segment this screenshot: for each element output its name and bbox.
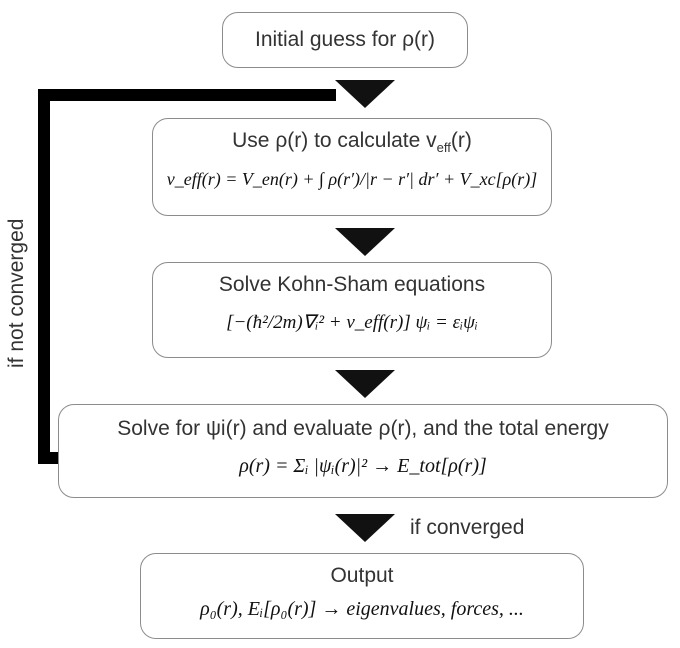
effective-potential-heading: Use ρ(r) to calculate veff(r) bbox=[232, 129, 472, 156]
kohn-sham-equation: [−(ħ²/2m)∇ᵢ² + v_eff(r)] ψᵢ = εᵢψᵢ bbox=[226, 312, 478, 333]
initial-guess-text: Initial guess for ρ(r) bbox=[255, 28, 435, 51]
output-equation: ρ₀(r), Eᵢ[ρ₀(r)] → eigenvalues, forces, … bbox=[200, 598, 524, 620]
effective-potential-box: Use ρ(r) to calculate veff(r) v_eff(r) =… bbox=[152, 118, 552, 216]
density-energy-heading: Solve for ψi(r) and evaluate ρ(r), and t… bbox=[117, 417, 609, 440]
arrow-1 bbox=[335, 80, 395, 108]
loop-vertical-bar bbox=[38, 89, 50, 464]
loop-top-bar bbox=[38, 89, 336, 101]
output-heading: Output bbox=[330, 564, 394, 587]
kohn-sham-heading: Solve Kohn-Sham equations bbox=[218, 273, 486, 296]
density-energy-equation: ρ(r) = Σᵢ |ψᵢ(r)|² → E_tot[ρ(r)] bbox=[239, 455, 487, 477]
arrow-3 bbox=[335, 370, 395, 398]
density-energy-box: Solve for ψi(r) and evaluate ρ(r), and t… bbox=[58, 404, 668, 498]
arrow-2 bbox=[335, 228, 395, 256]
output-box: Output ρ₀(r), Eᵢ[ρ₀(r)] → eigenvalues, f… bbox=[140, 553, 584, 639]
initial-guess-box: Initial guess for ρ(r) bbox=[222, 12, 468, 68]
converged-label: if converged bbox=[410, 516, 525, 539]
effective-potential-equation: v_eff(r) = V_en(r) + ∫ ρ(r′)/|r − r′| dr… bbox=[166, 169, 538, 190]
arrow-4 bbox=[335, 514, 395, 542]
kohn-sham-box: Solve Kohn-Sham equations [−(ħ²/2m)∇ᵢ² +… bbox=[152, 262, 552, 358]
loop-label: if not converged bbox=[5, 218, 28, 368]
